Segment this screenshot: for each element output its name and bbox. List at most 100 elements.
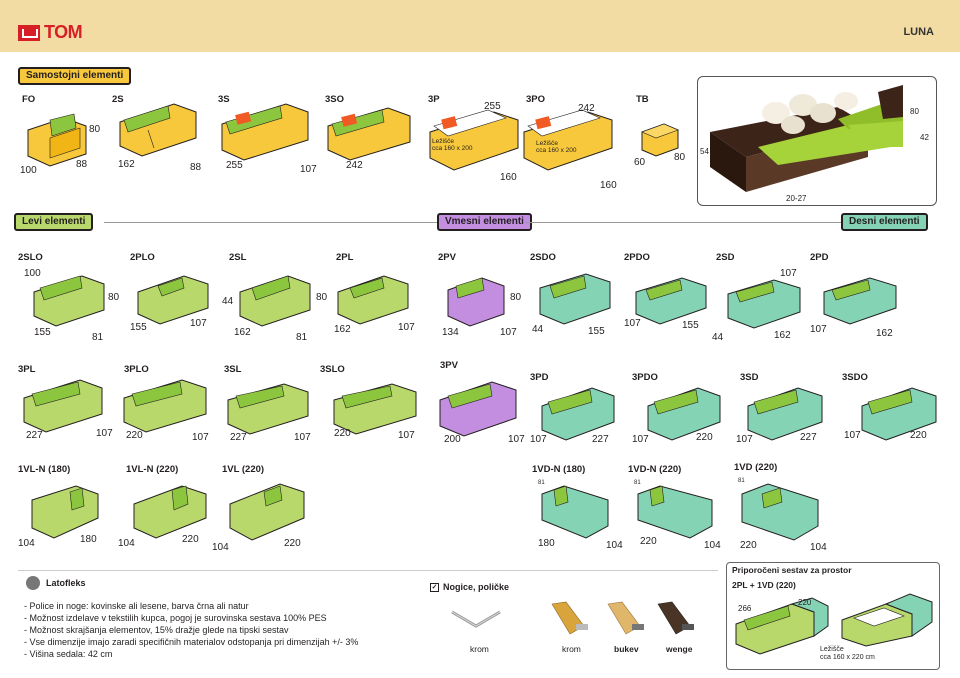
dim-label: 54 bbox=[700, 147, 709, 156]
dim-label: 162 bbox=[234, 327, 251, 338]
element-code: 3S bbox=[218, 94, 230, 105]
module-1vd-n-220-drawing bbox=[637, 485, 713, 539]
dim-label: 220 bbox=[126, 430, 143, 441]
dim-label: 107 bbox=[508, 434, 525, 445]
combo-subtitle: 2PL + 1VD (220) bbox=[732, 580, 796, 590]
product-photo: 80 42 54 20-27 bbox=[697, 76, 937, 206]
dim-label: 88 bbox=[190, 162, 202, 173]
dim-label: 104 bbox=[212, 542, 229, 553]
feet-title: Nogice, poličke bbox=[443, 582, 510, 592]
element-code: 3PLO bbox=[124, 364, 149, 375]
element-code: FO bbox=[22, 94, 36, 105]
element-code: 1VD-N (180) bbox=[532, 464, 586, 475]
dim-label: 80 bbox=[674, 152, 686, 163]
note-item: - Višina sedala: 42 cm bbox=[24, 649, 113, 659]
dim-label: 227 bbox=[800, 432, 817, 443]
module-2pl-drawing bbox=[337, 275, 409, 325]
dim-label: 255 bbox=[484, 101, 501, 112]
sofa-3s-drawing bbox=[221, 103, 309, 161]
dim-label: 107 bbox=[300, 164, 317, 175]
notes-list: - Police in noge: kovinske ali lesene, b… bbox=[24, 600, 358, 660]
element-code: 2S bbox=[112, 94, 124, 105]
dim-label: 155 bbox=[130, 322, 147, 333]
dim-label: 107 bbox=[500, 327, 517, 338]
dim-label: 227 bbox=[592, 434, 609, 445]
dim-label: 162 bbox=[876, 328, 893, 339]
dim-label: 80 bbox=[510, 292, 522, 303]
dim-label: 44 bbox=[222, 296, 234, 307]
dim-label: 242 bbox=[578, 103, 595, 114]
module-2pd-drawing bbox=[823, 277, 897, 325]
module-3pl-drawing bbox=[23, 379, 103, 433]
dim-label: 107 bbox=[632, 434, 649, 445]
section-standalone: Samostojni elementi bbox=[18, 67, 132, 85]
sofa-logo-icon bbox=[18, 24, 40, 41]
dim-label: 220 bbox=[910, 430, 927, 441]
model-name: LUNA bbox=[903, 26, 934, 38]
element-code: 3SDO bbox=[842, 372, 868, 383]
element-code: 2SLO bbox=[18, 252, 43, 263]
wenge-shelf-icon bbox=[657, 601, 694, 635]
dim-label: 44 bbox=[712, 332, 724, 343]
element-code: 1VL (220) bbox=[222, 464, 265, 475]
dim-label: 255 bbox=[226, 160, 243, 171]
module-3slo-drawing bbox=[333, 383, 417, 435]
module-1vd-220-drawing bbox=[741, 483, 819, 541]
combo-title: Priporočeni sestav za prostor bbox=[732, 565, 852, 575]
element-code: 2SL bbox=[229, 252, 247, 263]
module-3plo-drawing bbox=[123, 379, 207, 433]
sofa-fo-drawing bbox=[27, 113, 87, 167]
foot-label: bukev bbox=[614, 644, 639, 654]
module-3pdo-drawing bbox=[647, 387, 721, 441]
dim-label: 107 bbox=[192, 432, 209, 443]
dim-label: 42 bbox=[920, 133, 929, 142]
dim-label: 155 bbox=[34, 327, 51, 338]
dim-label: 107 bbox=[96, 428, 113, 439]
dim-label: 81 bbox=[738, 478, 745, 484]
dim-label: 107 bbox=[294, 432, 311, 443]
dim-label: 242 bbox=[346, 160, 363, 171]
sofa-2s-drawing bbox=[119, 103, 197, 157]
checkbox-icon: ✓ bbox=[430, 582, 439, 592]
element-code: 3PV bbox=[440, 360, 458, 371]
pouf-tb-drawing bbox=[641, 123, 679, 157]
dim-label: 180 bbox=[538, 538, 555, 549]
dim-label: 104 bbox=[118, 538, 135, 549]
latofleks-label: Latofleks bbox=[46, 578, 86, 588]
dim-label: 107 bbox=[810, 324, 827, 335]
dim-label: 80 bbox=[108, 292, 120, 303]
dim-label: 104 bbox=[810, 542, 827, 553]
dim-label: 81 bbox=[92, 332, 104, 343]
dim-label: 44 bbox=[532, 324, 544, 335]
divider bbox=[104, 222, 437, 223]
element-code: 3SD bbox=[740, 372, 759, 383]
note-item: - Police in noge: kovinske ali lesene, b… bbox=[24, 601, 249, 611]
module-2pv-drawing bbox=[447, 277, 505, 327]
dim-label: 220 bbox=[798, 598, 812, 607]
feet-heading: ✓ Nogice, poličke bbox=[430, 582, 509, 592]
dim-label: 227 bbox=[26, 430, 43, 441]
dim-label: 88 bbox=[76, 159, 88, 170]
dim-label: 220 bbox=[640, 536, 657, 547]
dim-label: 155 bbox=[682, 320, 699, 331]
dim-label: 81 bbox=[538, 480, 545, 486]
module-2plo-drawing bbox=[137, 275, 209, 325]
note-item: - Možnost skrajšanja elementov, 15% draž… bbox=[24, 625, 289, 635]
module-2sdo-drawing bbox=[539, 273, 611, 325]
dim-label: 155 bbox=[588, 326, 605, 337]
module-2slo-drawing bbox=[33, 275, 105, 327]
element-code: 3SL bbox=[224, 364, 242, 375]
dim-label: 80 bbox=[316, 292, 328, 303]
dim-label: 107 bbox=[780, 268, 797, 279]
corner-sofa-illustration bbox=[710, 85, 903, 192]
element-code: 3P bbox=[428, 94, 440, 105]
module-3pd-drawing bbox=[541, 387, 615, 441]
dim-label: 220 bbox=[696, 432, 713, 443]
element-code: 2SD bbox=[716, 252, 735, 263]
sofa-bed-3po-drawing bbox=[523, 109, 613, 171]
element-code: 1VL-N (220) bbox=[126, 464, 179, 475]
dim-label: 107 bbox=[398, 430, 415, 441]
module-3sd-drawing bbox=[747, 387, 823, 441]
dim-label: 100 bbox=[24, 268, 41, 279]
